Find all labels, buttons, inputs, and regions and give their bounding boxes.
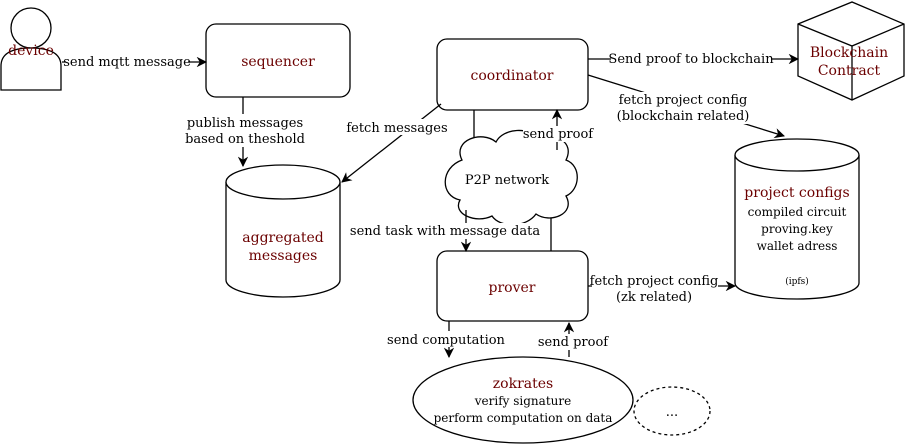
blockchain-contract-line2: Contract	[818, 63, 881, 79]
p2p-network-label: P2P network	[465, 173, 549, 188]
aggregated-messages-line2: messages	[249, 248, 318, 264]
project-configs-line1: compiled circuit	[748, 205, 847, 219]
coordinator-node: coordinator	[436, 38, 589, 111]
edge-label-publish-1: publish messages	[187, 116, 303, 131]
edge-coordinator-configs: fetch project config (blockchain related…	[587, 74, 785, 139]
aggregated-messages-line1: aggregated	[242, 230, 323, 246]
edge-cloud-prover: send task with message data	[350, 210, 540, 253]
edge-sequencer-aggregated: publish messages based on theshold	[185, 97, 305, 168]
edge-label-send-proof-prover: send proof	[538, 335, 609, 350]
sequencer-node: sequencer	[205, 23, 351, 98]
zokrates-line2: perform computation on data	[434, 411, 613, 425]
person-icon	[0, 7, 62, 91]
edge-label-fetch-cfg-zk-2: (zk related)	[616, 290, 692, 305]
prover-node: prover	[436, 250, 589, 322]
edge-label-send-computation: send computation	[387, 333, 506, 348]
zokrates-line1: verify signature	[474, 394, 571, 408]
edge-label-fetch-cfg-chain-1: fetch project config	[619, 93, 748, 108]
edge-label-send-proof-chain: Send proof to blockchain	[608, 52, 774, 67]
edge-label-send-mqtt: send mqtt message	[63, 55, 191, 70]
zokrates-title: zokrates	[493, 376, 553, 392]
edge-prover-zokrates: send computation	[387, 321, 506, 359]
edge-coordinator-blockchain: Send proof to blockchain	[588, 51, 800, 67]
project-configs-node: project configs compiled circuit proving…	[734, 138, 860, 300]
edge-label-fetch-cfg-chain-2: (blockchain related)	[617, 109, 750, 124]
edge-label-publish-2: based on theshold	[185, 132, 305, 147]
p2p-network-node: P2P network	[444, 129, 578, 226]
blockchain-contract-node: Blockchain Contract	[797, 1, 905, 101]
project-configs-line3: wallet adress	[757, 239, 838, 253]
project-configs-line2: proving.key	[761, 222, 833, 236]
edge-label-fetch-messages: fetch messages	[346, 121, 447, 136]
coordinator-label: coordinator	[471, 68, 554, 84]
device-label: device	[8, 43, 54, 59]
edge-zokrates-prover: send proof	[537, 321, 609, 357]
sequencer-label: sequencer	[241, 54, 315, 70]
cloud-icon	[444, 129, 578, 226]
edge-device-sequencer: send mqtt message	[62, 54, 208, 70]
device-node: device	[0, 7, 62, 91]
prover-label: prover	[489, 280, 536, 296]
project-configs-title: project configs	[744, 185, 849, 201]
more-node: ...	[633, 386, 711, 436]
edge-coordinator-aggregated: fetch messages	[341, 103, 448, 183]
edge-label-send-proof-coordinator: send proof	[523, 127, 594, 142]
blockchain-contract-line1: Blockchain	[810, 45, 888, 61]
aggregated-messages-node: aggregated messages	[225, 164, 341, 298]
edge-prover-configs: fetch project config (zk related)	[588, 272, 737, 306]
edge-cloud-coordinator: send proof	[523, 108, 594, 150]
edge-label-fetch-cfg-zk-1: fetch project config	[590, 274, 719, 289]
edge-label-send-task: send task with message data	[350, 224, 540, 239]
project-configs-note: (ipfs)	[785, 276, 809, 287]
more-label: ...	[666, 405, 678, 420]
zokrates-node: zokrates verify signature perform comput…	[412, 356, 634, 444]
cube-icon	[797, 1, 905, 101]
